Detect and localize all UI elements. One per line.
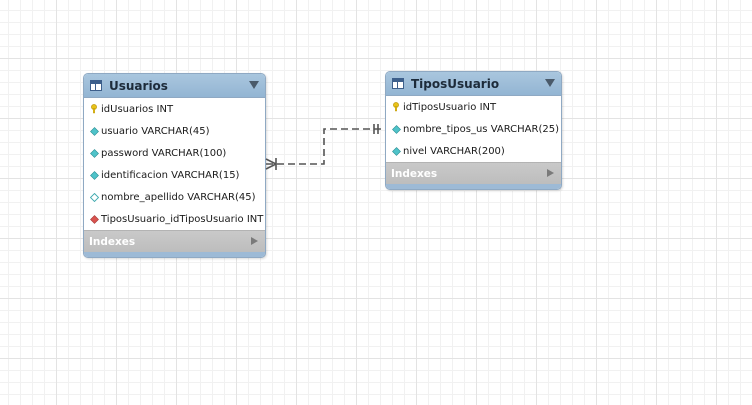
table-tiposusuario[interactable]: TiposUsuario idTiposUsuario INT nombre_t… — [385, 71, 562, 190]
column-label: TiposUsuario_idTiposUsuario INT — [101, 213, 264, 225]
column-notnull-icon — [391, 124, 401, 134]
column-row[interactable]: idUsuarios INT — [84, 98, 265, 120]
collapse-arrow-icon[interactable] — [545, 79, 555, 87]
column-row[interactable]: nombre_tipos_us VARCHAR(25) — [386, 118, 561, 140]
column-row[interactable]: nivel VARCHAR(200) — [386, 140, 561, 162]
indexes-section[interactable]: Indexes — [84, 230, 265, 252]
table-footer — [386, 184, 561, 189]
relationship-line — [266, 128, 383, 165]
table-icon — [392, 78, 404, 89]
table-usuarios[interactable]: Usuarios idUsuarios INT usuario VARCHAR(… — [83, 73, 266, 258]
column-nullable-icon — [89, 192, 99, 202]
column-notnull-icon — [391, 146, 401, 156]
column-label: idUsuarios INT — [101, 103, 174, 115]
table-title: Usuarios — [109, 78, 168, 93]
foreign-key-icon — [89, 214, 99, 224]
column-label: password VARCHAR(100) — [101, 147, 227, 159]
table-title: TiposUsuario — [411, 76, 500, 91]
indexes-section[interactable]: Indexes — [386, 162, 561, 184]
column-label: nivel VARCHAR(200) — [403, 145, 505, 157]
column-label: identificacion VARCHAR(15) — [101, 169, 240, 181]
column-label: idTiposUsuario INT — [403, 101, 497, 113]
column-notnull-icon — [89, 126, 99, 136]
column-row[interactable]: TiposUsuario_idTiposUsuario INT — [84, 208, 265, 230]
table-header[interactable]: TiposUsuario — [386, 72, 561, 96]
column-row[interactable]: usuario VARCHAR(45) — [84, 120, 265, 142]
column-row[interactable]: password VARCHAR(100) — [84, 142, 265, 164]
column-label: nombre_apellido VARCHAR(45) — [101, 191, 256, 203]
column-row[interactable]: idTiposUsuario INT — [386, 96, 561, 118]
indexes-label: Indexes — [391, 167, 438, 180]
column-row[interactable]: nombre_apellido VARCHAR(45) — [84, 186, 265, 208]
expand-arrow-icon[interactable] — [251, 237, 258, 245]
table-icon — [90, 80, 102, 91]
column-notnull-icon — [89, 170, 99, 180]
table-footer — [84, 252, 265, 257]
column-row[interactable]: identificacion VARCHAR(15) — [84, 164, 265, 186]
one-mandatory-icon — [373, 124, 379, 134]
column-label: nombre_tipos_us VARCHAR(25) — [403, 123, 560, 135]
crowfoot-many-icon — [265, 158, 278, 170]
primary-key-icon — [391, 102, 401, 112]
table-header[interactable]: Usuarios — [84, 74, 265, 98]
column-label: usuario VARCHAR(45) — [101, 125, 210, 137]
indexes-label: Indexes — [89, 235, 136, 248]
column-notnull-icon — [89, 148, 99, 158]
collapse-arrow-icon[interactable] — [249, 81, 259, 89]
expand-arrow-icon[interactable] — [547, 169, 554, 177]
primary-key-icon — [89, 104, 99, 114]
